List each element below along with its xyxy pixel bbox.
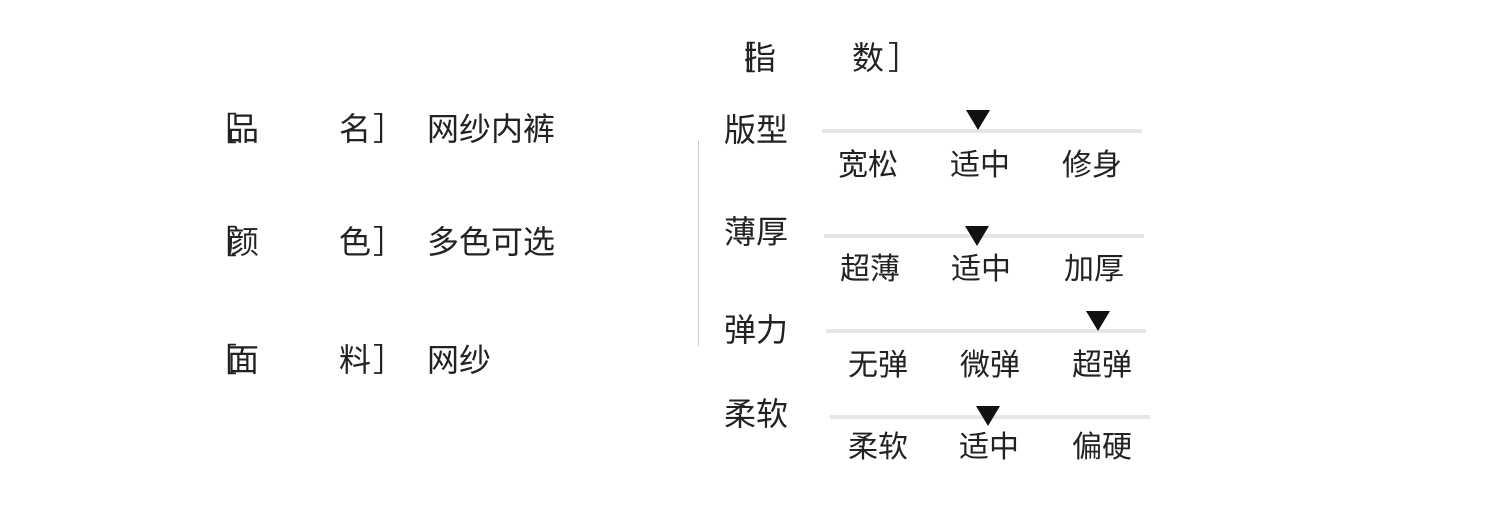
- marker-indicator-icon: [966, 110, 990, 130]
- metric-label-elasticity: 弹力: [724, 311, 789, 349]
- info-value-fabric: 网纱: [427, 341, 492, 379]
- metric-label-softness: 柔软: [724, 395, 789, 433]
- metric-label-thickness: 薄厚: [724, 213, 789, 251]
- bracket-close: ］: [373, 341, 406, 379]
- metric-label-fit: 版型: [724, 111, 789, 149]
- option-elasticity-1: 无弹: [848, 348, 908, 383]
- option-elasticity-2: 微弹: [960, 348, 1020, 383]
- option-thickness-2: 适中: [951, 252, 1011, 287]
- info-key-second-char: 色: [339, 223, 372, 261]
- option-thickness-3: 加厚: [1064, 252, 1124, 287]
- option-fit-3: 修身: [1062, 148, 1122, 183]
- bracket-close: ］: [373, 110, 406, 148]
- index-title: ［ 指 数 ］: [724, 36, 920, 80]
- info-value-color: 多色可选: [427, 223, 556, 261]
- info-key-first-char: 颜: [227, 223, 260, 261]
- vertical-divider: [698, 140, 699, 346]
- option-elasticity-3: 超弹: [1072, 348, 1132, 383]
- option-fit-2: 适中: [950, 148, 1010, 183]
- bracket-open: ［: [205, 223, 238, 261]
- index-title-first-char: 指: [744, 39, 777, 77]
- option-thickness-1: 超薄: [840, 252, 900, 287]
- info-key-first-char: 面: [227, 341, 260, 379]
- scale-track-fit: [822, 129, 1142, 133]
- info-key-second-char: 料: [339, 341, 372, 379]
- bracket-close: ］: [373, 223, 406, 261]
- info-value-name: 网纱内裤: [427, 110, 556, 148]
- bracket-close: ］: [888, 39, 921, 77]
- index-title-second-char: 数: [852, 39, 885, 77]
- info-key-second-char: 名: [339, 110, 372, 148]
- marker-indicator-icon: [976, 406, 1000, 426]
- bracket-open: ［: [724, 39, 757, 77]
- marker-indicator-icon: [965, 226, 989, 246]
- option-fit-1: 宽松: [838, 148, 898, 183]
- scale-track-elasticity: [826, 329, 1146, 333]
- marker-indicator-icon: [1086, 311, 1110, 331]
- info-key-first-char: 品: [227, 110, 260, 148]
- bracket-open: ［: [205, 341, 238, 379]
- bracket-open: ［: [205, 110, 238, 148]
- option-softness-1: 柔软: [848, 430, 908, 465]
- option-softness-2: 适中: [959, 430, 1019, 465]
- option-softness-3: 偏硬: [1072, 430, 1132, 465]
